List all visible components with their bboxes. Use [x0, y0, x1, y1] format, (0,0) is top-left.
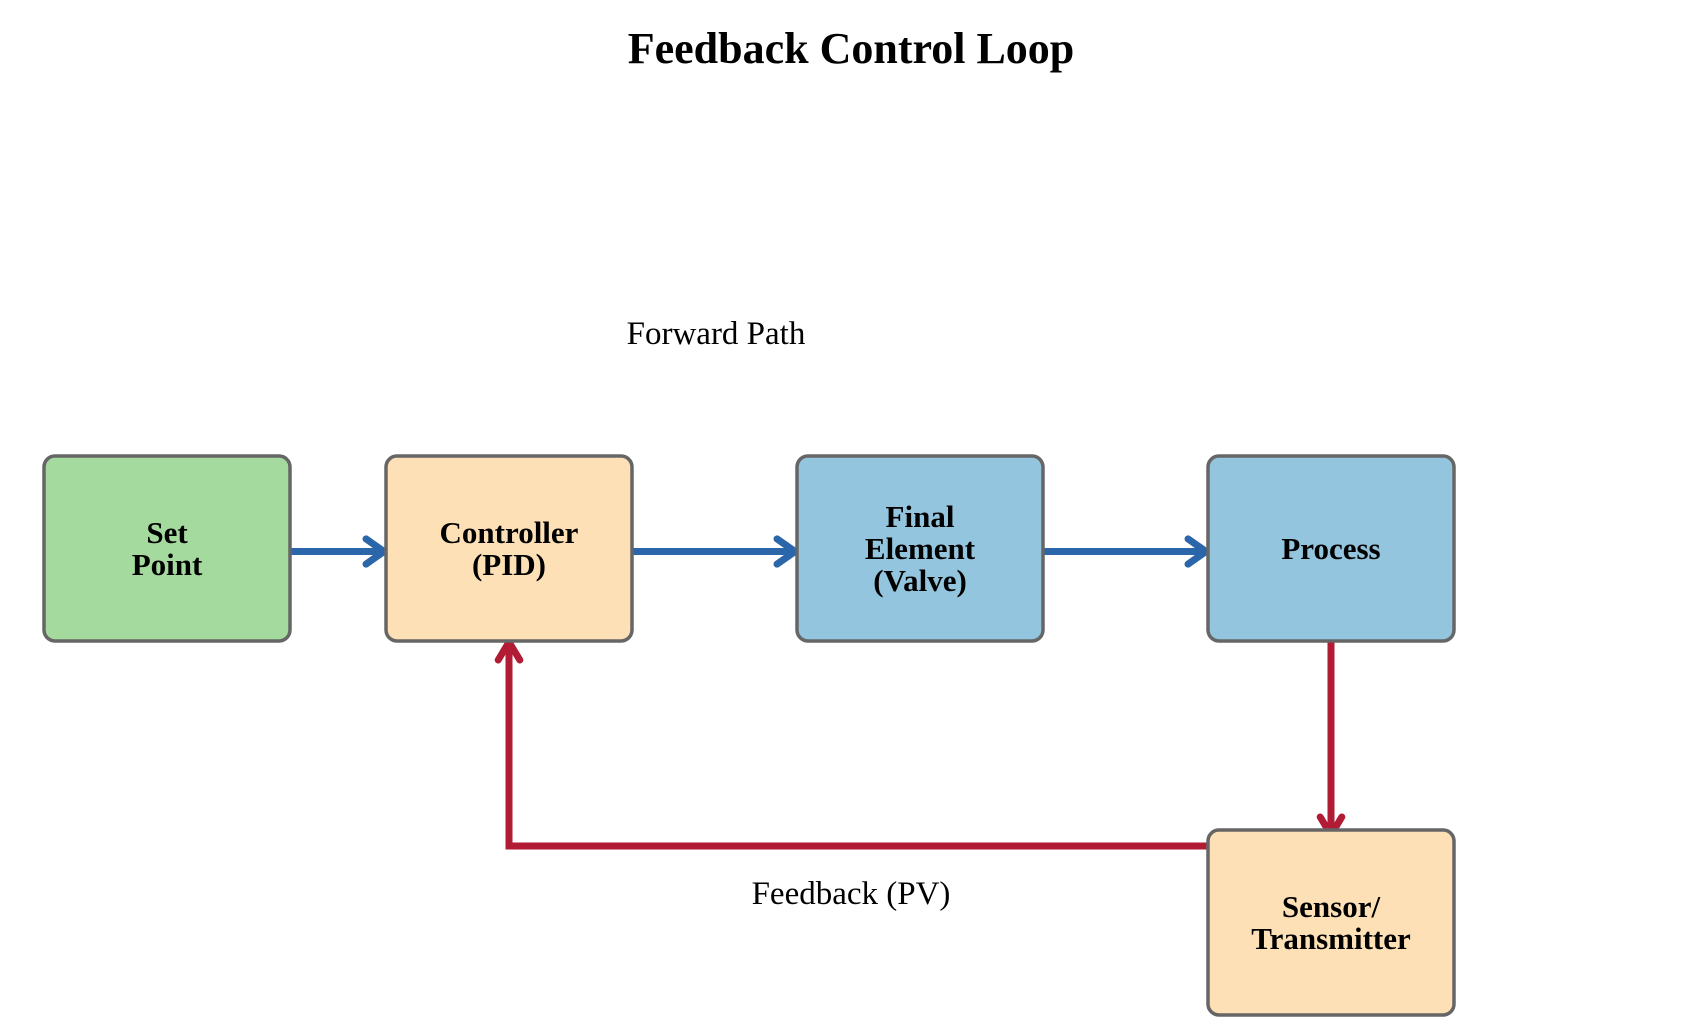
edge-controller-to-final-element: [622, 535, 799, 568]
node-label-final-element: Final: [886, 499, 955, 534]
edge-controller-to-final-element-arrowhead: [773, 535, 799, 568]
node-label-sensor: Sensor/: [1282, 889, 1381, 924]
edge-final-element-to-process: [1033, 535, 1210, 568]
node-label-controller: (PID): [472, 547, 546, 582]
node-label-sensor: Transmitter: [1251, 921, 1411, 956]
node-label-set-point: Point: [132, 547, 203, 582]
edge-set-point-to-controller: [280, 535, 388, 568]
edge-sensor-to-controller-line: [505, 638, 1335, 850]
node-box-process: [1206, 454, 1456, 643]
edge-process-to-sensor: [1316, 627, 1346, 839]
node-controller: Controller(PID): [384, 454, 634, 643]
node-label-process: Process: [1281, 531, 1380, 566]
forward-path-label: Forward Path: [627, 316, 806, 352]
node-label-final-element: (Valve): [873, 563, 967, 598]
diagram-title: Feedback Control Loop: [628, 24, 1075, 73]
edge-set-point-to-controller-arrowhead: [362, 535, 388, 568]
node-label-set-point: Set: [146, 515, 188, 550]
edge-final-element-to-process-arrowhead: [1184, 535, 1210, 568]
node-sensor: Sensor/Transmitter: [1206, 828, 1456, 1017]
node-box-final-element: [795, 454, 1045, 643]
feedback-path-label: Feedback (PV): [752, 876, 951, 912]
node-box-controller: [384, 454, 634, 643]
node-label-controller: Controller: [440, 515, 579, 550]
node-process: Process: [1206, 454, 1456, 643]
node-label-final-element: Element: [865, 531, 976, 566]
node-box-set-point: [42, 454, 292, 643]
edge-sensor-to-controller: [494, 638, 1335, 850]
edges-layer: [280, 535, 1346, 850]
node-box-sensor: [1206, 828, 1456, 1017]
